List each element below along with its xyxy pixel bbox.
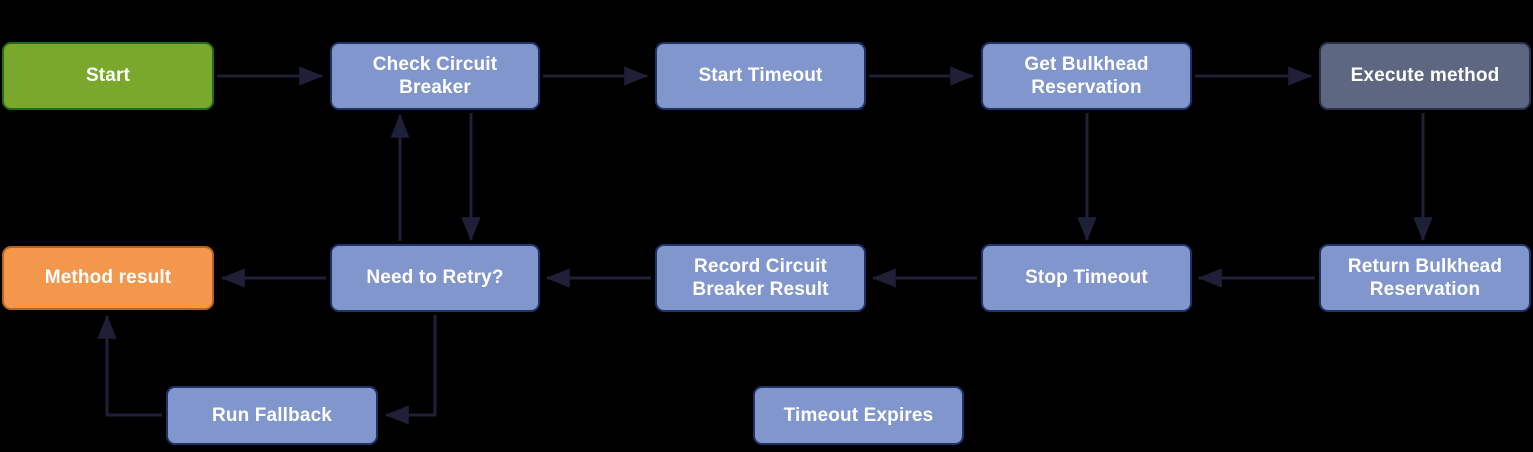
node-stop-to[interactable]: Stop Timeout bbox=[981, 244, 1192, 312]
node-label-start: Start bbox=[85, 65, 131, 87]
node-label-stop-to: Stop Timeout bbox=[1025, 267, 1148, 289]
node-return-bh[interactable]: Return Bulkhead Reservation bbox=[1319, 244, 1531, 312]
node-run-fb[interactable]: Run Fallback bbox=[166, 386, 378, 445]
node-need-retry[interactable]: Need to Retry? bbox=[330, 244, 540, 312]
node-label-method-res: Method result bbox=[44, 267, 172, 289]
node-execute[interactable]: Execute method bbox=[1319, 42, 1531, 110]
edge-needretry-to-runfb bbox=[384, 315, 437, 425]
node-label-need-retry: Need to Retry? bbox=[366, 267, 504, 289]
node-check-cb[interactable]: Check Circuit Breaker bbox=[330, 42, 540, 110]
node-start[interactable]: Start bbox=[2, 42, 214, 110]
node-method-res[interactable]: Method result bbox=[2, 246, 214, 310]
node-timeout-exp[interactable]: Timeout Expires bbox=[753, 386, 964, 445]
node-label-get-bh: Get Bulkhead Reservation bbox=[1024, 53, 1149, 98]
node-label-execute: Execute method bbox=[1350, 65, 1500, 87]
node-start-to[interactable]: Start Timeout bbox=[655, 42, 866, 110]
node-label-run-fb: Run Fallback bbox=[211, 404, 333, 426]
edge-runfb-to-method bbox=[97, 314, 162, 417]
node-get-bh[interactable]: Get Bulkhead Reservation bbox=[981, 42, 1192, 110]
node-label-record-cb: Record Circuit Breaker Result bbox=[692, 255, 829, 300]
node-label-timeout-exp: Timeout Expires bbox=[783, 404, 934, 426]
node-label-start-to: Start Timeout bbox=[698, 65, 823, 87]
node-record-cb[interactable]: Record Circuit Breaker Result bbox=[655, 244, 866, 312]
node-label-return-bh: Return Bulkhead Reservation bbox=[1347, 255, 1503, 300]
node-label-check-cb: Check Circuit Breaker bbox=[372, 53, 498, 98]
